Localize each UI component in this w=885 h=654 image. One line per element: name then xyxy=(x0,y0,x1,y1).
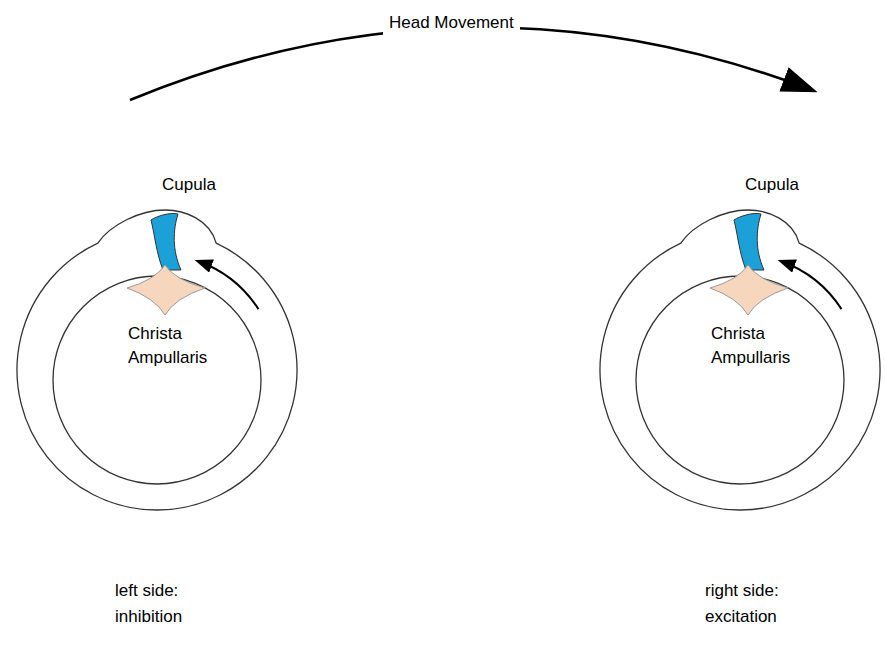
movement-label: Head Movement xyxy=(383,10,520,36)
canal-outer-wall xyxy=(600,210,880,510)
cupula-label: Cupula xyxy=(162,173,252,197)
crista-ampullaris xyxy=(710,265,788,315)
endolymph-flow-arrow xyxy=(781,261,841,309)
crista-ampullaris xyxy=(127,265,205,315)
cupula xyxy=(734,213,764,270)
canal-inner-wall xyxy=(53,276,261,484)
head-movement-arc xyxy=(130,27,812,100)
side-label: left side: inhibition xyxy=(115,578,207,631)
semicircular-canal: CupulaChrista Ampullaris xyxy=(598,170,885,515)
cupula-label: Cupula xyxy=(745,173,835,197)
canal-outer-wall xyxy=(17,210,297,510)
semicircular-canal: CupulaChrista Ampullaris xyxy=(15,170,305,515)
canal-inner-wall xyxy=(636,276,844,484)
crista-label: Christa Ampullaris xyxy=(711,322,823,370)
cupula xyxy=(151,213,181,270)
endolymph-flow-arrow xyxy=(198,261,258,309)
crista-label: Christa Ampullaris xyxy=(128,322,240,370)
side-label: right side: excitation xyxy=(705,578,805,631)
